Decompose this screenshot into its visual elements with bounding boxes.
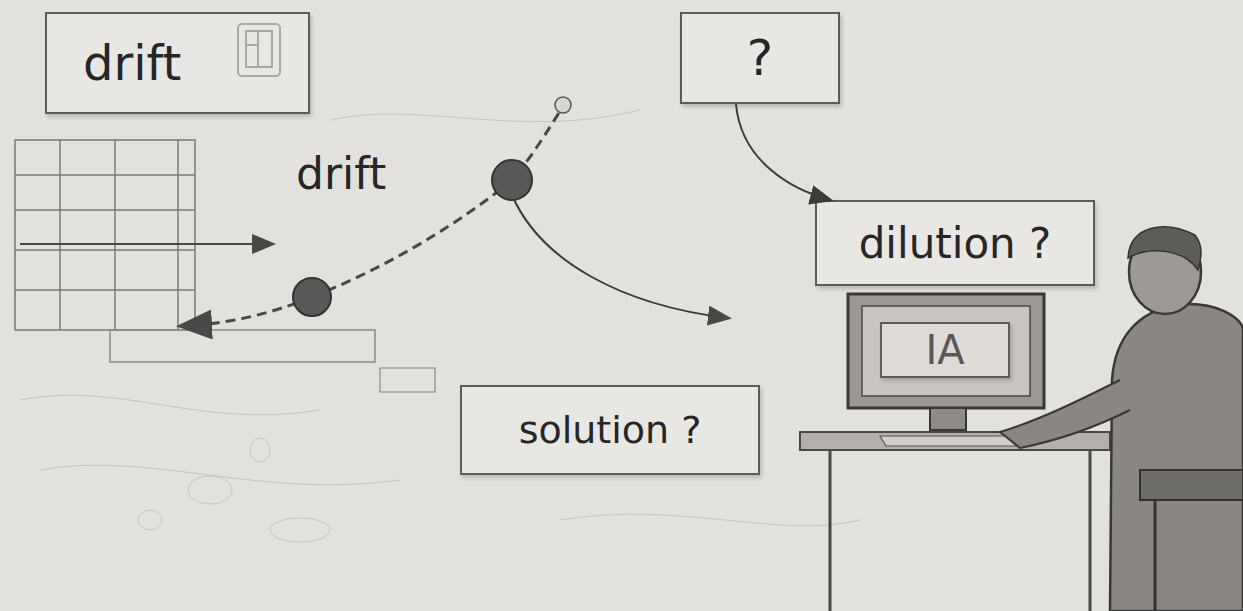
grid-sketch [15,140,195,330]
floating-label: drift [296,148,386,199]
curved-arrow [736,104,830,200]
node-text: IA [925,327,964,373]
solution-box: solution ? [460,385,760,475]
particle [492,160,532,200]
node-text: ? [747,29,774,87]
shadow-strip [110,330,375,362]
small-rect [380,368,435,392]
title-box: drift [45,12,310,114]
screen-label: IA [880,322,1010,378]
node-text: drift [83,35,181,91]
dilution-box: dilution ? [815,200,1095,286]
particle [293,278,331,316]
dashed-trajectory [312,108,562,297]
node-text: solution ? [519,408,702,452]
node-text: dilution ? [859,219,1052,268]
branch-arrow [512,195,728,318]
computer-sketch [800,294,1110,611]
particle [555,97,571,113]
question-box: ? [680,12,840,104]
flow-arrow [20,243,272,245]
